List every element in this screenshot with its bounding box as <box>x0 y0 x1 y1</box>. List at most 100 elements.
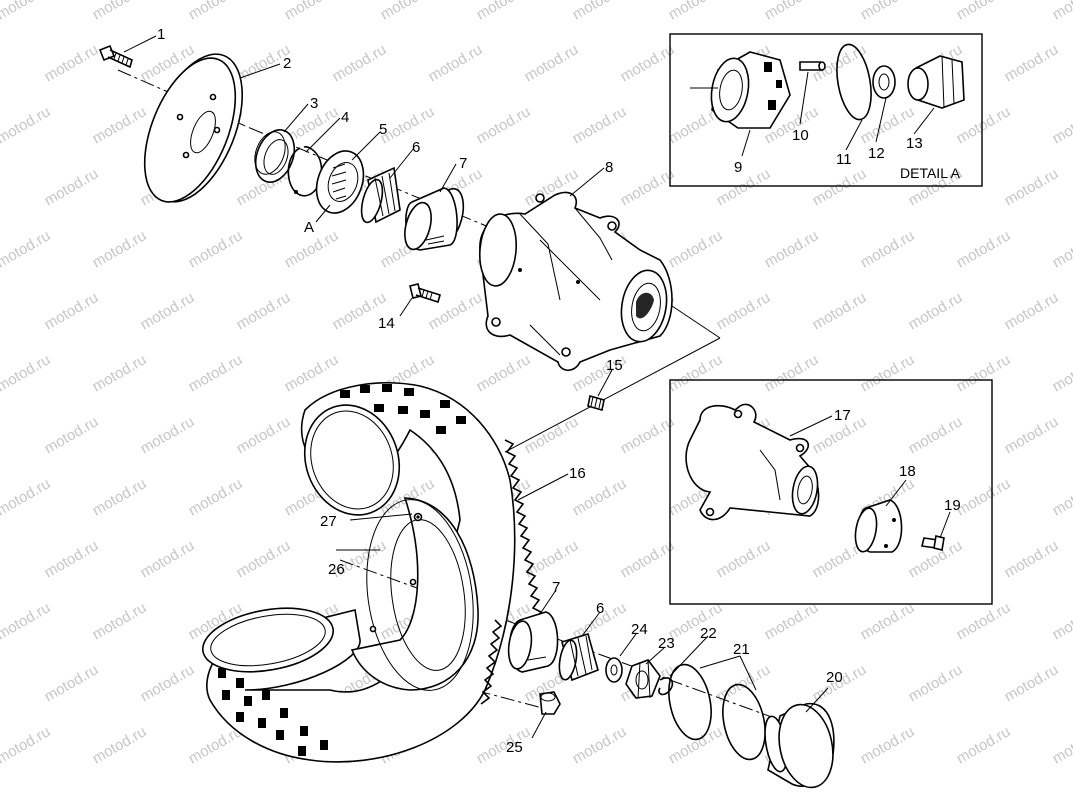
detail-a-box <box>669 33 983 187</box>
callout-a-label: A <box>304 219 314 236</box>
part-label-11: 11 <box>836 151 852 168</box>
watermark-text: motod.ru <box>618 537 678 581</box>
watermark-text: motod.ru <box>1002 289 1062 333</box>
detail-a-hub-part-9 <box>690 51 791 129</box>
part-label-8: 8 <box>605 159 613 176</box>
part-labels: 1 2 3 4 5 6 7 8 9 10 11 12 13 14 15 16 1… <box>157 26 961 756</box>
watermark-text: motod.ru <box>810 165 870 209</box>
bolt-part-1 <box>98 44 133 69</box>
part-label-13: 13 <box>906 135 923 152</box>
watermark-text: motod.ru <box>234 413 294 457</box>
part-label-2: 2 <box>283 55 291 72</box>
cotter-pin-part-22 <box>658 677 674 696</box>
watermark-text: motod.ru <box>90 599 150 643</box>
watermark-text: motod.ru <box>186 475 246 519</box>
watermark-text: motod.ru <box>954 0 1014 23</box>
watermark-text: motod.ru <box>570 723 630 767</box>
part-label-3: 3 <box>310 95 318 112</box>
part-label-17: 17 <box>834 407 851 424</box>
watermark-text: motod.ru <box>618 165 678 209</box>
watermark-text: motod.ru <box>474 723 534 767</box>
watermark-text: motod.ru <box>1050 599 1073 643</box>
part-label-16: 16 <box>569 465 586 482</box>
watermark-text: motod.ru <box>1050 351 1073 395</box>
washer-part-24 <box>605 657 623 683</box>
detail-a-title: DETAIL A <box>900 165 961 181</box>
watermark-text: motod.ru <box>0 475 53 519</box>
part-label-5: 5 <box>379 121 387 138</box>
hub-alternate-box <box>669 379 993 605</box>
detail-a-washer-part-12 <box>872 65 896 99</box>
watermark-text: motod.ru <box>0 723 53 767</box>
watermark-text: motod.ru <box>666 0 726 23</box>
watermark-text: motod.ru <box>426 41 486 85</box>
watermark-text: motod.ru <box>858 351 918 395</box>
watermark-text: motod.ru <box>858 599 918 643</box>
watermark-text: motod.ru <box>522 537 582 581</box>
seal-part-3 <box>254 129 296 183</box>
watermark-text: motod.ru <box>954 227 1014 271</box>
watermark-text: motod.ru <box>138 661 198 705</box>
part-label-6: 6 <box>412 139 420 156</box>
o-rings-part-21 <box>668 663 766 761</box>
watermark-text: motod.ru <box>90 103 150 147</box>
part-label-23: 23 <box>658 635 675 652</box>
bolt-part-14 <box>409 283 441 304</box>
watermark-text: motod.ru <box>138 289 198 333</box>
castle-nut-part-23 <box>625 659 661 699</box>
part-label-24: 24 <box>631 621 648 638</box>
watermark-text: motod.ru <box>858 0 918 23</box>
part-label-27: 27 <box>320 513 337 530</box>
watermark-text: motod.ru <box>714 537 774 581</box>
watermark-text: motod.ru <box>474 0 534 23</box>
bearing-cup-part-7 <box>404 187 465 251</box>
watermark-text: motod.ru <box>42 413 102 457</box>
watermark-text: motod.ru <box>1050 227 1073 271</box>
detail-a-nut-part-13 <box>907 55 965 109</box>
screw-part-19 <box>921 535 945 551</box>
watermark-text: motod.ru <box>618 413 678 457</box>
watermark-text: motod.ru <box>1050 475 1073 519</box>
part-label-15: 15 <box>606 357 623 374</box>
valve-stem-part-25 <box>539 691 561 715</box>
watermark-text: motod.ru <box>618 41 678 85</box>
watermark-text: motod.ru <box>714 165 774 209</box>
watermark-text: motod.ru <box>666 723 726 767</box>
watermark-text: motod.ru <box>1002 165 1062 209</box>
watermark-text: motod.ru <box>90 475 150 519</box>
watermark-text: motod.ru <box>954 723 1014 767</box>
part-label-10: 10 <box>792 127 809 144</box>
watermark-text: motod.ru <box>186 351 246 395</box>
watermark-text: motod.ru <box>762 0 822 23</box>
watermark-text: motod.ru <box>42 537 102 581</box>
watermark-text: motod.ru <box>1002 41 1062 85</box>
brake-disc-part-2 <box>143 53 244 203</box>
front-hub-part-8 <box>478 191 673 372</box>
watermark-text: motod.ru <box>666 227 726 271</box>
watermark-text: motod.ru <box>954 475 1014 519</box>
watermark-text: motod.ru <box>522 413 582 457</box>
part-label-20: 20 <box>826 669 843 686</box>
watermark-text: motod.ru <box>0 0 53 23</box>
watermark-text: motod.ru <box>234 537 294 581</box>
watermark-text: motod.ru <box>474 351 534 395</box>
part-label-7-lower: 7 <box>552 579 560 596</box>
watermark-text: motod.ru <box>570 103 630 147</box>
part-label-21: 21 <box>733 641 750 658</box>
watermark-text: motod.ru <box>186 227 246 271</box>
set-screw-part-15 <box>587 394 605 412</box>
part-label-22: 22 <box>700 625 717 642</box>
watermark-text: motod.ru <box>954 103 1014 147</box>
watermark-text: motod.ru <box>138 413 198 457</box>
part-label-6-lower: 6 <box>596 600 604 617</box>
watermark-text: motod.ru <box>858 723 918 767</box>
watermark-text: motod.ru <box>234 289 294 333</box>
part-label-18: 18 <box>899 463 916 480</box>
watermark-text: motod.ru <box>810 289 870 333</box>
watermark-text: motod.ru <box>426 289 486 333</box>
watermark-text: motod.ru <box>0 599 53 643</box>
watermark-text: motod.ru <box>90 723 150 767</box>
watermark-text: motod.ru <box>138 537 198 581</box>
part-label-19: 19 <box>944 497 961 514</box>
part-label-26: 26 <box>328 561 345 578</box>
